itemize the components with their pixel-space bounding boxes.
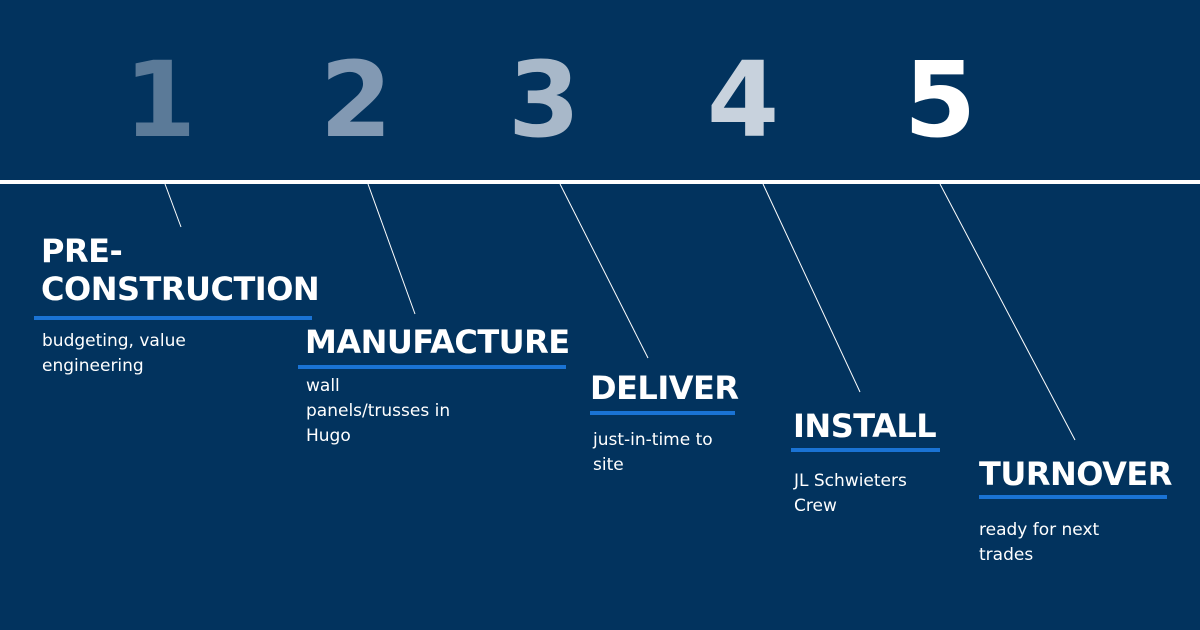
step-underline-4 [791,448,940,452]
step-description-4: JL Schwieters Crew [794,471,907,516]
step-underline-1 [34,316,312,320]
connector-1 [164,183,182,228]
connector-4 [762,183,861,393]
step-number-4: 4 [706,39,780,161]
step-description-3: just-in-time to site [593,430,713,475]
step-title-1: PRE- CONSTRUCTION [41,232,320,308]
connector-2 [367,183,416,315]
step-number-1: 1 [123,39,197,161]
step-number-3: 3 [507,39,581,161]
step-description-5: ready for next trades [979,520,1100,565]
step-title-2: MANUFACTURE [305,323,570,361]
step-title-1-line2: CONSTRUCTION [41,270,320,308]
step-description-1: budgeting, value engineering [42,331,186,376]
connector-3 [559,183,649,359]
step-title-4: INSTALL [793,407,937,445]
step-number-5: 5 [903,39,977,161]
connector-5 [939,183,1076,441]
step-underline-2 [298,365,566,369]
step-underline-5 [979,495,1167,499]
step-underline-3 [590,411,735,415]
step-description-2: wall panels/trusses in Hugo [306,376,451,446]
step-title-3: DELIVER [590,369,739,407]
timeline-line [0,180,1200,184]
step-title-5: TURNOVER [979,455,1172,493]
step-number-2: 2 [319,39,393,161]
step-title-1-line1: PRE- [41,232,123,270]
